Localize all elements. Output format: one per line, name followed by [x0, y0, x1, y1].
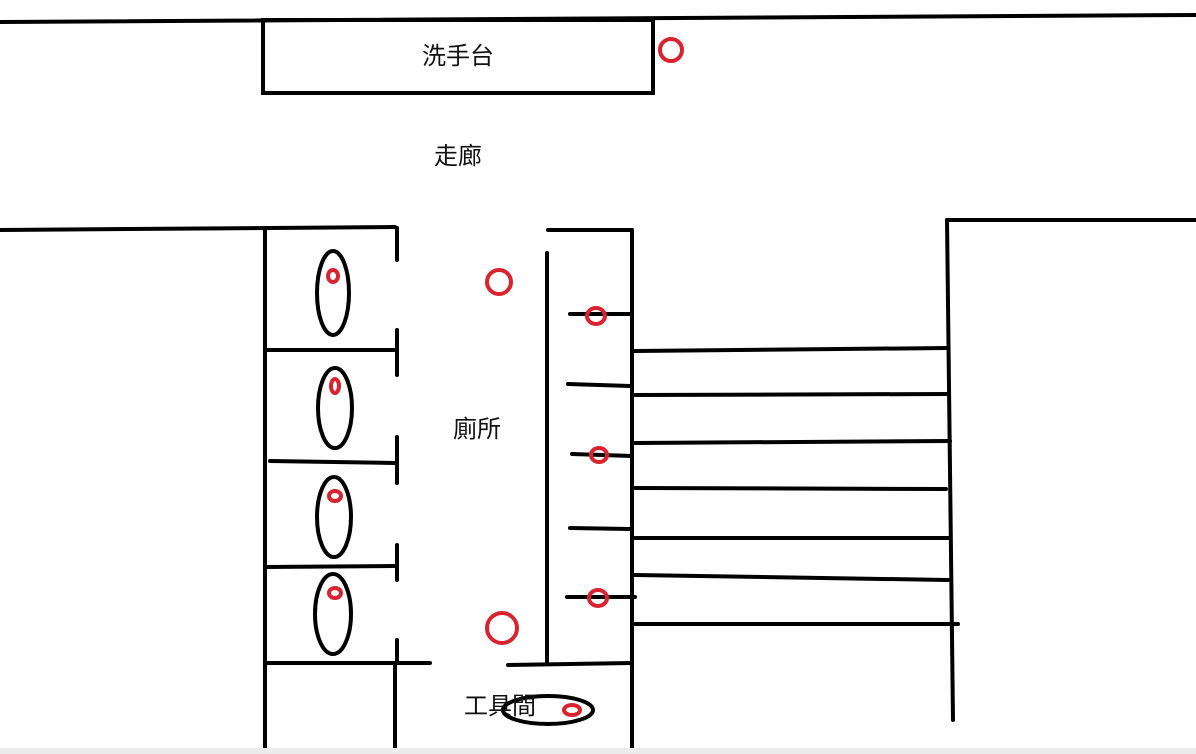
tool-room-label: 工具間: [464, 692, 536, 720]
marker-circle-icon: [589, 446, 609, 464]
walls: [0, 13, 1196, 750]
urinal-divider: [566, 382, 632, 388]
marker-circle-icon: [329, 377, 341, 395]
urinal-divider: [570, 452, 634, 458]
corridor-bottom-wall-left: [0, 225, 397, 232]
urinal-dividers: [565, 312, 637, 599]
marker-circle-icon: [326, 268, 340, 284]
hatch-line: [633, 439, 952, 445]
hatch-line: [633, 346, 950, 353]
hatch-line: [633, 486, 948, 491]
toilet-icon: [315, 249, 351, 337]
toilet-icon: [316, 366, 354, 450]
marker-circle-icon: [485, 611, 519, 645]
marker-circle-icon: [585, 306, 607, 326]
stall-divider: [263, 564, 397, 569]
marker-circle-icon: [327, 489, 343, 503]
stall-divider: [268, 459, 397, 465]
toilet-icon: [315, 475, 353, 559]
right-room-wall: [945, 218, 955, 722]
bottom-edge: [0, 748, 1196, 754]
right-room-lines: [633, 346, 960, 626]
hatch-line: [633, 573, 950, 582]
corridor-label: 走廊: [434, 142, 482, 170]
toilet-icon: [313, 572, 353, 656]
restroom-label: 廁所: [453, 415, 501, 443]
marker-circle-icon: [587, 588, 609, 608]
sink-label: 洗手台: [422, 42, 494, 70]
marker-circle-icon: [658, 37, 684, 63]
marker-circle-icon: [562, 703, 582, 717]
marker-circle-icon: [485, 268, 513, 296]
tool-room-top-wall: [506, 661, 634, 667]
hatch-line: [633, 392, 950, 397]
sink-counter: [261, 18, 655, 95]
mop-sink-icon: [501, 694, 595, 726]
toilets: [313, 249, 595, 726]
markers: [326, 37, 684, 717]
urinal-divider: [568, 526, 632, 531]
stall-dividers: [263, 226, 634, 750]
marker-circle-icon: [327, 586, 343, 600]
